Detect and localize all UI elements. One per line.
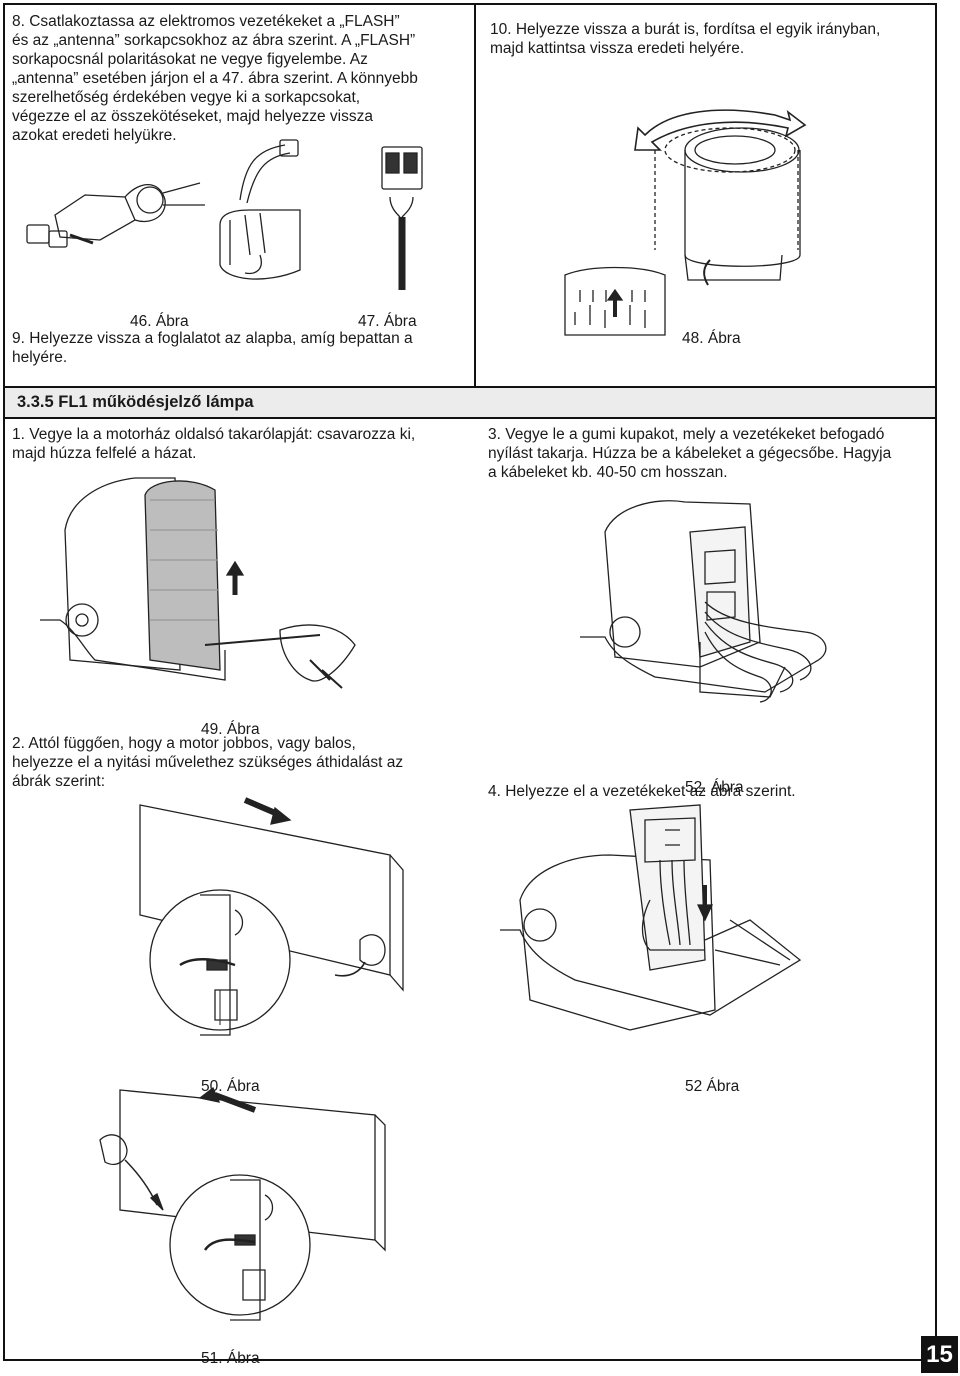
section-heading-bar: 3.3.5 FL1 működésjelző lámpa <box>5 388 935 419</box>
figure-52a-caption: 52. Ábra <box>685 778 744 796</box>
figure-50-jumper-illustration <box>135 800 435 1055</box>
step-1-text: 1. Vegye la a motorház oldalsó takarólap… <box>12 426 416 462</box>
step-3-text: 3. Vegye le a gumi kupakot, mely a vezet… <box>488 426 892 481</box>
figure-49-caption: 49. Ábra <box>201 720 260 738</box>
step-2-text: 2. Attól függően, hogy a motor jobbos, v… <box>12 735 404 790</box>
figure-52b-caption: 52 Ábra <box>685 1077 740 1095</box>
page-number: 15 <box>921 1336 958 1373</box>
figure-52b-wiring-illustration <box>500 800 800 1040</box>
section-heading: 3.3.5 FL1 működésjelző lámpa <box>17 393 254 411</box>
top-section-rule <box>3 386 937 388</box>
figure-49-motor-cover-illustration <box>40 470 370 715</box>
figure-48-dome-rotation-illustration <box>560 80 810 380</box>
figure-51-jumper-illustration <box>95 1080 395 1330</box>
step-10-text: 10. Helyezze vissza a burát is, fordítsa… <box>490 21 881 57</box>
figure-48-caption: 48. Ábra <box>682 329 741 347</box>
step-9-text: 9. Helyezze vissza a foglalatot az alapb… <box>12 330 413 366</box>
figure-47-caption: 47. Ábra <box>358 312 417 330</box>
figure-47-antenna-connector-illustration <box>378 145 428 290</box>
figure-46-caption: 46. Ábra <box>130 312 189 330</box>
step-4-text: 4. Helyezze el a vezetékeket az ábra sze… <box>488 783 796 800</box>
step-8-text: 8. Csatlakoztassa az elektromos vezetéke… <box>12 13 418 144</box>
figure-51-caption: 51. Ábra <box>201 1349 260 1367</box>
page-frame <box>3 3 937 1361</box>
figure-52a-wiring-illustration <box>575 492 845 732</box>
figure-46-connectors-illustration <box>15 125 305 295</box>
top-column-divider <box>474 3 476 388</box>
figure-50-caption: 50. Ábra <box>201 1077 260 1095</box>
